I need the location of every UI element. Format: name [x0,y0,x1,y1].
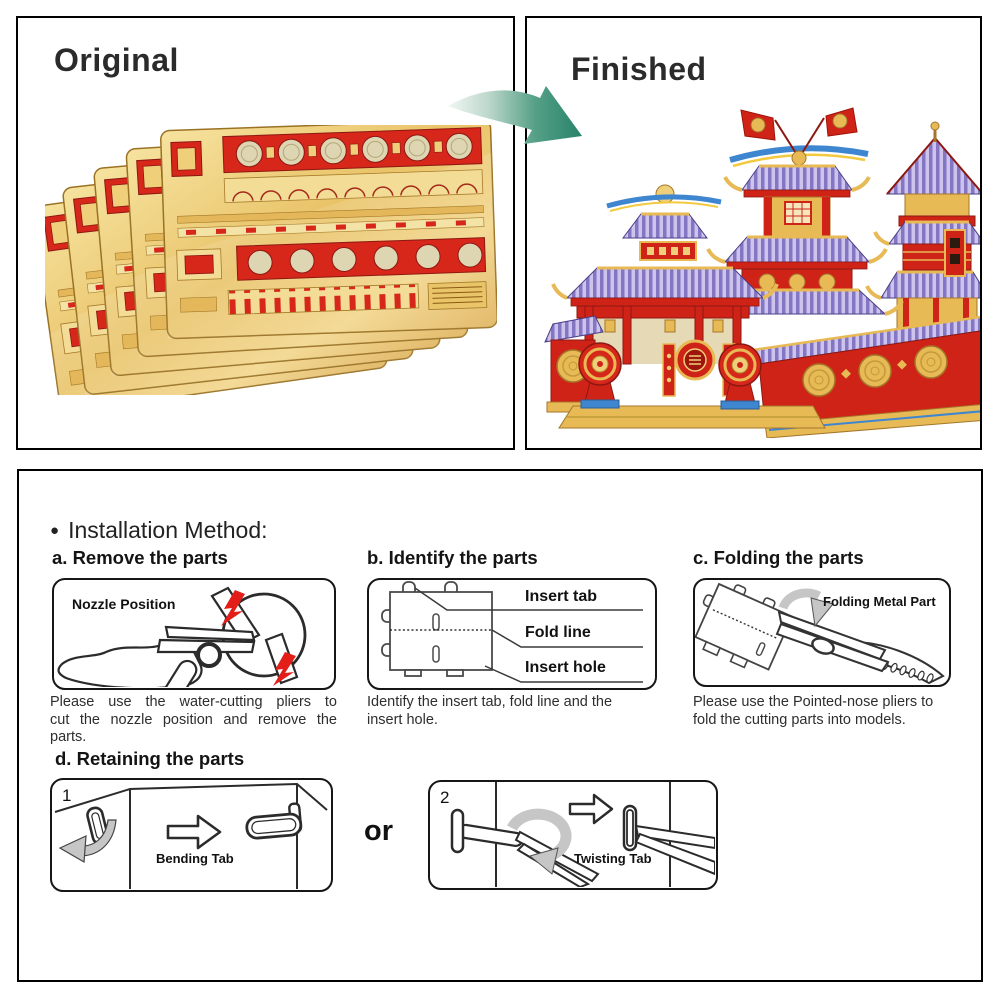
metal-part-tilted [695,582,794,671]
right-pagoda [865,121,980,333]
blue-ridge-arc [606,194,722,209]
direction-arrow-icon [166,814,222,850]
option1-number: 1 [62,786,72,805]
signboard [639,241,697,261]
spark-icon [221,590,245,626]
spark-icon [273,652,296,686]
twisted-tab [626,809,634,847]
bullet-icon: ● [50,522,60,539]
step-a-title: a. Remove the parts [52,547,228,568]
twist-arrow [507,808,572,862]
finished-panel: Finished [525,16,982,450]
original-panel: Original [16,16,515,450]
transform-arrow-icon [448,86,582,144]
step-d-title: d. Retaining the parts [55,748,245,769]
vertical-banner [944,229,966,277]
twisting-tab-label: Twisting Tab [574,851,652,866]
slot-outline [450,808,465,854]
metal-part-outline [381,581,493,677]
insert-hole-slot [432,645,440,663]
step-b-diagram-box: Insert tab Fold line Insert hole [367,578,657,690]
step-a-caption: Please use the water-cutting pliers to c… [50,694,337,746]
step-a-diagram-box: Nozzle Position [52,578,336,690]
perspective-edges [54,782,328,813]
option2-number: 2 [440,788,450,807]
step-c-caption: Please use the Pointed-nose pliers to fo… [693,694,934,728]
twisting-tab-box: 2 Twisting Tab [428,780,718,890]
insert-tab-label: Insert tab [525,588,598,605]
installation-method-heading: ● Installation Method: [50,517,268,544]
bending-tab-label: Bending Tab [156,851,234,866]
insert-hole-slot [432,613,440,631]
flag-icon [740,109,776,141]
fold-arrow-head [810,597,834,628]
nozzle-cutting-icon [57,586,307,687]
part-identification-icon [381,581,643,683]
window [784,201,812,225]
bend-arrow-head [58,835,87,864]
crown-finial [791,150,807,166]
fold-line-label: Fold line [525,624,591,641]
instructions-panel: ● Installation Method: a. Remove the part… [17,469,983,982]
metal-sheets-illustration [45,125,497,395]
step-b-title: b. Identify the parts [367,547,538,568]
pliers-jaw [634,824,715,850]
pliers-jaw [164,625,256,642]
heading-text: Installation Method: [68,517,268,543]
original-title: Original [54,42,179,78]
step-c-title: c. Folding the parts [693,547,864,568]
front-gate [558,339,826,429]
or-separator: or [364,815,393,847]
fold-arrow [778,588,822,610]
folding-metal-part-label: Folding Metal Part [823,594,936,609]
pliers-upper-handle [159,659,198,687]
leader-lines [414,587,643,683]
blue-ridge-arc [729,145,869,163]
direction-arrow-icon [568,793,614,825]
bending-tab-icon [54,782,328,889]
step-b-caption: Identify the insert tab, fold line and t… [367,694,613,728]
twisting-tab-icon [450,782,715,887]
finished-title: Finished [571,51,707,87]
finished-model-illustration [544,107,980,438]
bent-tab-result [245,802,303,840]
nozzle-position-label: Nozzle Position [72,596,176,612]
folding-pliers-icon [695,582,945,684]
pliers-lower-handle [57,643,203,687]
step-c-diagram-box: Folding Metal Part [693,578,951,687]
crown-finial [655,184,675,204]
pliers-jaw [634,832,715,876]
insert-hole-label: Insert hole [525,659,606,676]
bending-tab-box: 1 Bending Tab [50,778,333,892]
pliers-pivot-ring [196,642,222,668]
flag-icon [825,107,858,137]
pliers-pivot [811,637,835,655]
twist-arrow-head [528,847,559,875]
